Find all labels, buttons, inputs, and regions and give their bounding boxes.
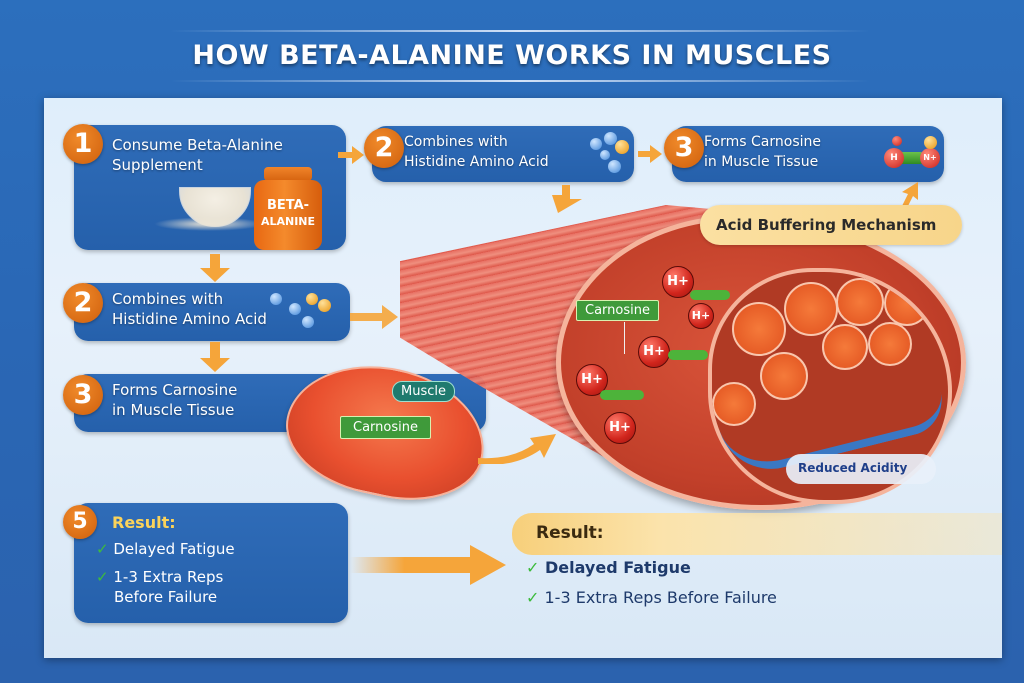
reduced-acidity-pill: Reduced Acidity <box>786 454 936 484</box>
page-title: HOW BETA-ALANINE WORKS IN MUSCLES <box>192 40 832 71</box>
top-step-2-label: Combines with Histidine Amino Acid <box>404 132 549 172</box>
carnosine-molecule-icon <box>690 290 730 300</box>
muscle-tag: Muscle <box>392 381 455 402</box>
arrow-up-icon <box>900 182 918 210</box>
step-1-label-line2: Supplement <box>112 156 203 174</box>
carnosine-molecule-icon <box>668 350 708 360</box>
acid-banner-label: Acid Buffering Mechanism <box>716 216 937 234</box>
arrow-down-icon <box>200 254 230 282</box>
arrow-right-icon <box>338 146 364 164</box>
powder-spill <box>154 217 264 231</box>
check-icon: ✓ <box>526 588 540 607</box>
top-step-2-label-line2: Histidine Amino Acid <box>404 154 549 170</box>
title-divider-bottom <box>170 80 870 82</box>
step-3-label: Forms Carnosine in Muscle Tissue <box>112 380 237 420</box>
top-step-3-label-line2: in Muscle Tissue <box>704 154 819 170</box>
step-2-label-line1: Combines with <box>112 290 224 308</box>
check-icon: ✓ <box>96 568 109 586</box>
result-right-item: ✓ 1-3 Extra Reps Before Failure <box>526 588 777 607</box>
result-left-item: ✓ 1-3 Extra Reps Before Failure <box>96 567 223 607</box>
result-right-item-text: 1-3 Extra Reps Before Failure <box>544 588 777 607</box>
step-1-label-line1: Consume Beta-Alanine <box>112 136 283 154</box>
carnosine-pointer <box>624 322 625 354</box>
check-icon: ✓ <box>526 558 540 577</box>
arrow-curved-icon <box>478 434 556 464</box>
step-2-label: Combines with Histidine Amino Acid <box>112 289 267 329</box>
result-banner-right: Result: <box>512 513 1002 555</box>
jar-label-line1: BETA- <box>266 198 310 213</box>
arrow-right-icon <box>350 545 506 585</box>
step-5-badge: 5 <box>63 505 97 539</box>
result-left-heading: Result: <box>112 513 176 532</box>
step-1-label: Consume Beta-Alanine Supplement <box>112 135 283 175</box>
hydrogen-ion-icon: H+ <box>688 303 714 329</box>
carnosine-tag: Carnosine <box>340 416 431 439</box>
result-left-item-text: Before Failure <box>114 588 218 606</box>
step-2-card: Combines with Histidine Amino Acid <box>74 283 350 341</box>
result-left-item-text: 1-3 Extra Reps <box>113 568 224 586</box>
acid-banner: Acid Buffering Mechanism <box>700 205 962 245</box>
reduced-acidity-label: Reduced Acidity <box>798 461 908 475</box>
hydrogen-ion-icon: H+ <box>576 364 608 396</box>
top-step-2-card: Combines with Histidine Amino Acid <box>372 126 634 182</box>
result-left-item: ✓ Delayed Fatigue <box>96 539 235 559</box>
carnosine-molecule-icon <box>600 390 644 400</box>
arrow-down-icon <box>200 342 230 372</box>
arrow-down-left-icon <box>552 185 582 213</box>
top-step-3-label-line1: Forms Carnosine <box>704 134 821 150</box>
step-1-card: Consume Beta-Alanine Supplement BETA- AL… <box>74 125 346 250</box>
check-icon: ✓ <box>96 540 109 558</box>
top-step-3-badge: 3 <box>664 128 704 168</box>
hydrogen-ion-icon: H+ <box>662 266 694 298</box>
result-right-item-text: Delayed Fatigue <box>544 558 691 577</box>
step-3-label-line2: in Muscle Tissue <box>112 401 235 419</box>
h-n-molecule-icon: H N+ <box>884 136 940 174</box>
carnosine-label: Carnosine <box>576 300 659 321</box>
hydrogen-ion-icon: H+ <box>638 336 670 368</box>
top-step-2-label-line1: Combines with <box>404 134 508 150</box>
arrow-right-icon <box>350 305 398 329</box>
top-step-3-label: Forms Carnosine in Muscle Tissue <box>704 132 821 172</box>
result-right-item: ✓ Delayed Fatigue <box>526 558 691 577</box>
title-divider-top <box>170 30 870 32</box>
result-left-item-text: Delayed Fatigue <box>113 540 235 558</box>
result-right-heading: Result: <box>536 523 604 543</box>
step-1-badge: 1 <box>63 124 103 164</box>
result-card-left: Result: ✓ Delayed Fatigue ✓ 1-3 Extra Re… <box>74 503 348 623</box>
step-3-badge: 3 <box>63 375 103 415</box>
step-2-label-line2: Histidine Amino Acid <box>112 310 267 328</box>
top-step-2-badge: 2 <box>364 128 404 168</box>
step-3-label-line1: Forms Carnosine <box>112 381 238 399</box>
arrow-right-icon <box>638 145 662 163</box>
jar-label-line2: ALANINE <box>260 215 316 228</box>
hydrogen-ion-icon: H+ <box>604 412 636 444</box>
step-2-badge: 2 <box>63 283 103 323</box>
fascicle-section <box>708 268 952 504</box>
supplement-jar-icon: BETA- ALANINE <box>254 167 322 251</box>
top-step-3-card: Forms Carnosine in Muscle Tissue H N+ <box>672 126 944 182</box>
